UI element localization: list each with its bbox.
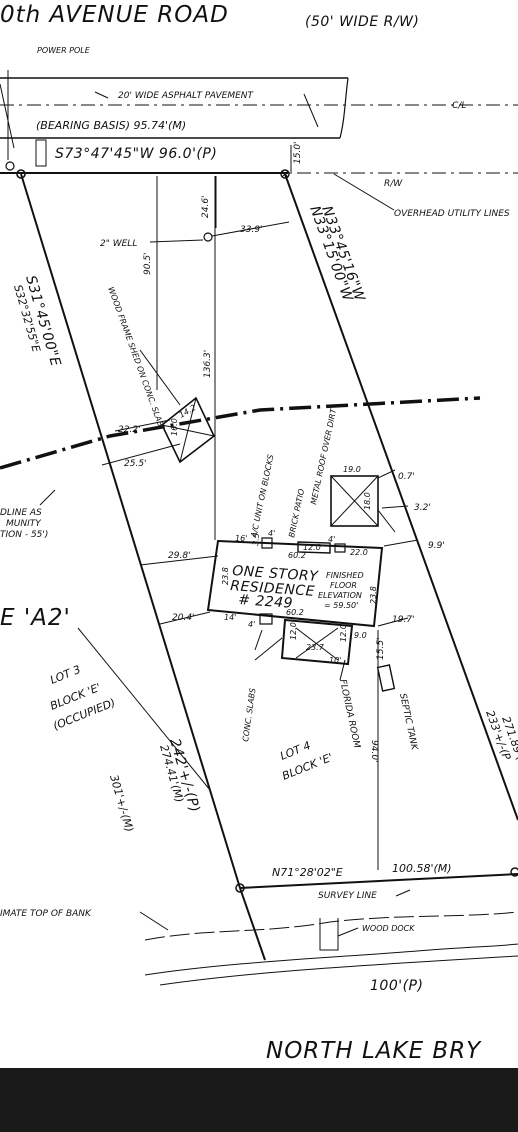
- dim-22-2-label: 22.2': [118, 425, 141, 435]
- shoreline-note-3: TION - 55'): [0, 530, 48, 540]
- dim-29-8-label: 29.8': [168, 551, 191, 561]
- residence-number: # 2249: [238, 592, 294, 612]
- shed-label: WOOD FRAME SHED ON CONC. SLAB: [106, 286, 165, 428]
- florida-room-9: 9.0: [354, 631, 367, 640]
- power-pole-label: POWER POLE: [37, 46, 91, 55]
- rw-label: R/W: [384, 179, 403, 189]
- dim-0-7-label: 0.7': [398, 472, 415, 482]
- dim-20-4-label: 20.4': [172, 613, 195, 623]
- north-line-label: S73°47'45"W 96.0'(P): [55, 146, 217, 162]
- roof-height: 18.0: [363, 492, 372, 510]
- conc-slabs-label: CONC. SLABS: [241, 687, 257, 742]
- top-of-bank-label: IMATE TOP OF BANK: [0, 909, 92, 919]
- leader-lines: [39, 489, 396, 791]
- overhead-label: OVERHEAD UTILITY LINES: [394, 209, 510, 219]
- shoreline-line: [0, 396, 481, 470]
- roof-width: 19.0: [343, 465, 361, 474]
- south-line-bearing: N71°28'02"E: [272, 866, 343, 879]
- ac-unit-label: A/C UNIT ON BLOCKS: [249, 454, 276, 540]
- shed-height: 16.0: [170, 418, 179, 436]
- floor-elev-4: = 59.50': [324, 601, 358, 610]
- dim-4b-label: 4': [328, 535, 335, 544]
- florida-room-12b: 12.0: [339, 624, 348, 642]
- shed: [160, 396, 216, 464]
- lot-lines: [20, 173, 518, 961]
- dim-4c-label: 4': [248, 620, 255, 629]
- dim-16-label: 16': [235, 534, 247, 543]
- floor-elev-1: FINISHED: [326, 571, 364, 580]
- dim-23-8a-label: 23.8: [221, 567, 230, 585]
- dim-60-2a-label: 60.2: [288, 551, 306, 560]
- wood-dock-label: WOOD DOCK: [362, 924, 415, 933]
- dim-60-2b-label: 60.2: [286, 608, 304, 617]
- septic-tank-label: SEPTIC TANK: [397, 693, 419, 752]
- residence-line-2: RESIDENCE: [230, 578, 316, 600]
- dim-3-5-label: 3.5: [251, 533, 261, 546]
- asphalt-label: 20' WIDE ASPHALT PAVEMENT: [118, 91, 255, 101]
- florida-room-10: 10': [329, 656, 341, 665]
- dim-33-9-label: 33.9': [240, 225, 263, 235]
- septic-tank-shape: [376, 664, 396, 692]
- road-name-bottom: NORTH LAKE BRY: [266, 1038, 482, 1064]
- dim-100-label: 100'(P): [370, 978, 423, 994]
- dim-14-label: 14': [224, 613, 236, 622]
- dim-22-label: 22.0: [350, 548, 368, 557]
- bearing-basis-label: (BEARING BASIS) 95.74'(M): [36, 119, 186, 132]
- centerline-label: C/L: [452, 101, 466, 111]
- dim-15-5-label: 15.5': [376, 637, 386, 660]
- road-name-top: 0th AVENUE ROAD: [0, 2, 229, 28]
- south-line-length: 100.58'(M): [392, 862, 452, 875]
- flood-zone-label: E 'A2': [0, 605, 71, 631]
- metal-roof-label: METAL ROOF OVER DIRT: [309, 407, 338, 506]
- road-width-note: (50' WIDE R/W): [305, 14, 419, 30]
- dim-23-8b-label: 23.8: [369, 586, 378, 604]
- dim-136-3-label: 136.3': [203, 350, 213, 378]
- dim-90-5-label: 90.5': [143, 252, 153, 275]
- dimension-lines: [101, 173, 419, 870]
- floor-elev-2: FLOOR: [330, 581, 357, 590]
- brick-patio-label: BRICK PATIO: [287, 488, 306, 538]
- scan-edge-band: [0, 1068, 518, 1132]
- well-label: 2" WELL: [100, 239, 137, 249]
- lot3-name: LOT 3: [48, 663, 82, 687]
- dim-25-5-label: 25.5': [124, 459, 147, 469]
- residence-outline: [206, 537, 384, 666]
- dim-4a-label: 4': [268, 529, 275, 538]
- florida-room-12a: 12.0: [289, 622, 298, 640]
- florida-room-23-7: 23.7: [306, 643, 325, 652]
- dim-19-7-label: 19.7': [392, 615, 415, 625]
- water-edge: [139, 889, 518, 986]
- dim-24-6-label: 24.6': [201, 195, 211, 218]
- shoreline-note-1: DLINE AS: [0, 508, 42, 518]
- metal-roof: [330, 475, 379, 527]
- florida-room-label: FLORIDA ROOM: [337, 679, 361, 750]
- residence-line-1: ONE STORY: [232, 563, 320, 585]
- dim-9-9-label: 9.9': [428, 541, 445, 551]
- shoreline-note-2: MUNITY: [6, 519, 42, 529]
- dim-94-label: 94.0': [369, 740, 379, 763]
- floor-elev-3: ELEVATION: [318, 591, 362, 600]
- dim-12-label: 12.0: [303, 543, 321, 552]
- lot3-length: 301'+/-(M): [107, 773, 136, 833]
- dim-15-label: 15.0': [293, 141, 303, 164]
- dim-3-2-label: 3.2': [414, 503, 431, 513]
- survey-line-label: SURVEY LINE: [318, 891, 377, 901]
